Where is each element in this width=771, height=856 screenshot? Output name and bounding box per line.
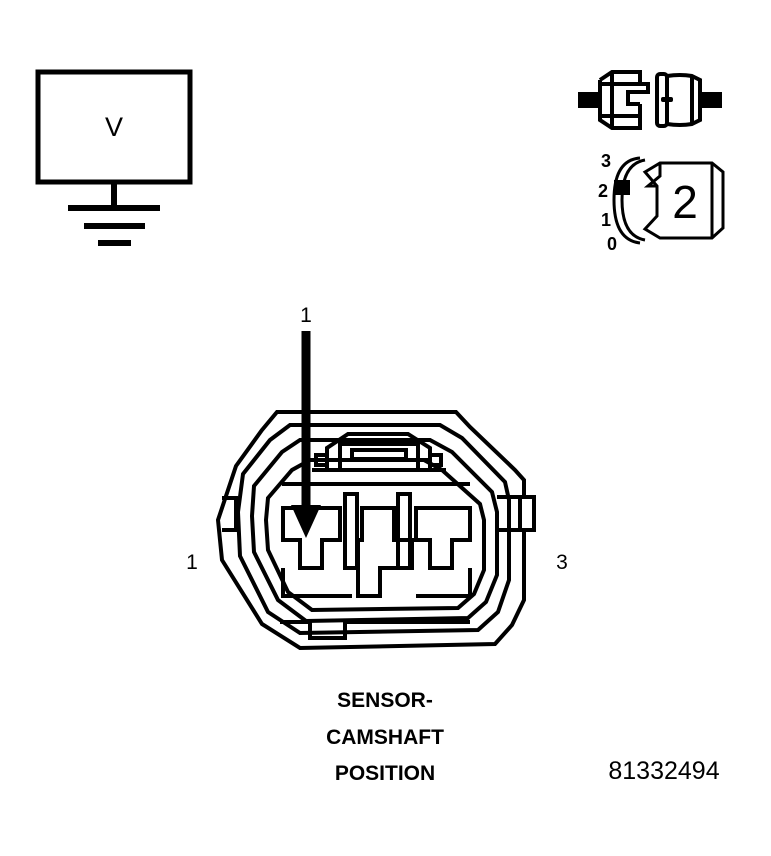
probe-arrow-group: 1 <box>291 304 321 538</box>
right-connector-slot <box>661 97 673 102</box>
latch-outer-profile <box>325 432 432 470</box>
dial-scale-label-0: 0 <box>607 234 617 254</box>
connector-left-key-tab <box>222 496 238 532</box>
dial-scale-label-1: 1 <box>601 210 611 230</box>
dial-arc-inner <box>620 158 646 242</box>
caption-line-1: SENSOR- <box>337 689 433 712</box>
voltmeter-group: V <box>35 69 193 246</box>
pin-label-3: 3 <box>556 551 568 574</box>
cavity-shelf-left <box>281 568 352 598</box>
terminal-cavity-3 <box>414 506 472 570</box>
latch-left-ear <box>314 453 327 467</box>
cavity-divider-right <box>396 492 412 570</box>
cavity-divider-left <box>343 492 359 570</box>
dial-arc-outer <box>612 156 641 245</box>
probe-arrow-head <box>291 505 321 538</box>
right-wire-stub <box>700 92 722 108</box>
sensor-connector-face: 1 3 <box>186 410 568 651</box>
probe-callout-label: 1 <box>300 304 312 327</box>
dial-scale-label-3: 3 <box>601 151 611 171</box>
latch-right-ear <box>430 453 443 467</box>
dial-knob-notch <box>643 163 662 188</box>
dial-position-indicator <box>614 180 630 195</box>
caption-line-3: POSITION <box>335 762 435 785</box>
figure-caption: SENSOR- CAMSHAFT POSITION <box>326 689 444 785</box>
dial-knob-number: 2 <box>672 176 698 228</box>
left-connector-shell-top <box>598 70 642 86</box>
connector-right-key-tab <box>497 495 522 532</box>
terminal-cavity-1 <box>281 506 342 570</box>
dial-scale-label-2: 2 <box>598 181 608 201</box>
figure-part-number: 81332494 <box>608 757 719 785</box>
terminal-cavity-2 <box>356 506 414 598</box>
latch-inner-profile <box>338 442 420 470</box>
connector-disconnected-symbol <box>578 70 722 130</box>
left-connector-shell-bottom <box>598 80 642 130</box>
connector-housing-wall-2 <box>235 423 511 636</box>
caption-line-2: CAMSHAFT <box>326 726 444 749</box>
cavity-shelf-right <box>416 568 472 598</box>
left-wire-stub <box>578 92 600 108</box>
left-blade-tip <box>626 90 640 106</box>
pin-label-1: 1 <box>186 551 198 574</box>
rotary-selector-group: 3 2 1 0 2 <box>598 151 725 254</box>
connector-housing-outer <box>215 410 536 651</box>
connector-housing-wall-3 <box>249 438 499 624</box>
voltmeter-v-label: V <box>105 112 123 142</box>
latch-rib <box>350 448 408 461</box>
housing-bottom-notch <box>280 620 470 640</box>
left-blade-upper <box>640 82 650 94</box>
